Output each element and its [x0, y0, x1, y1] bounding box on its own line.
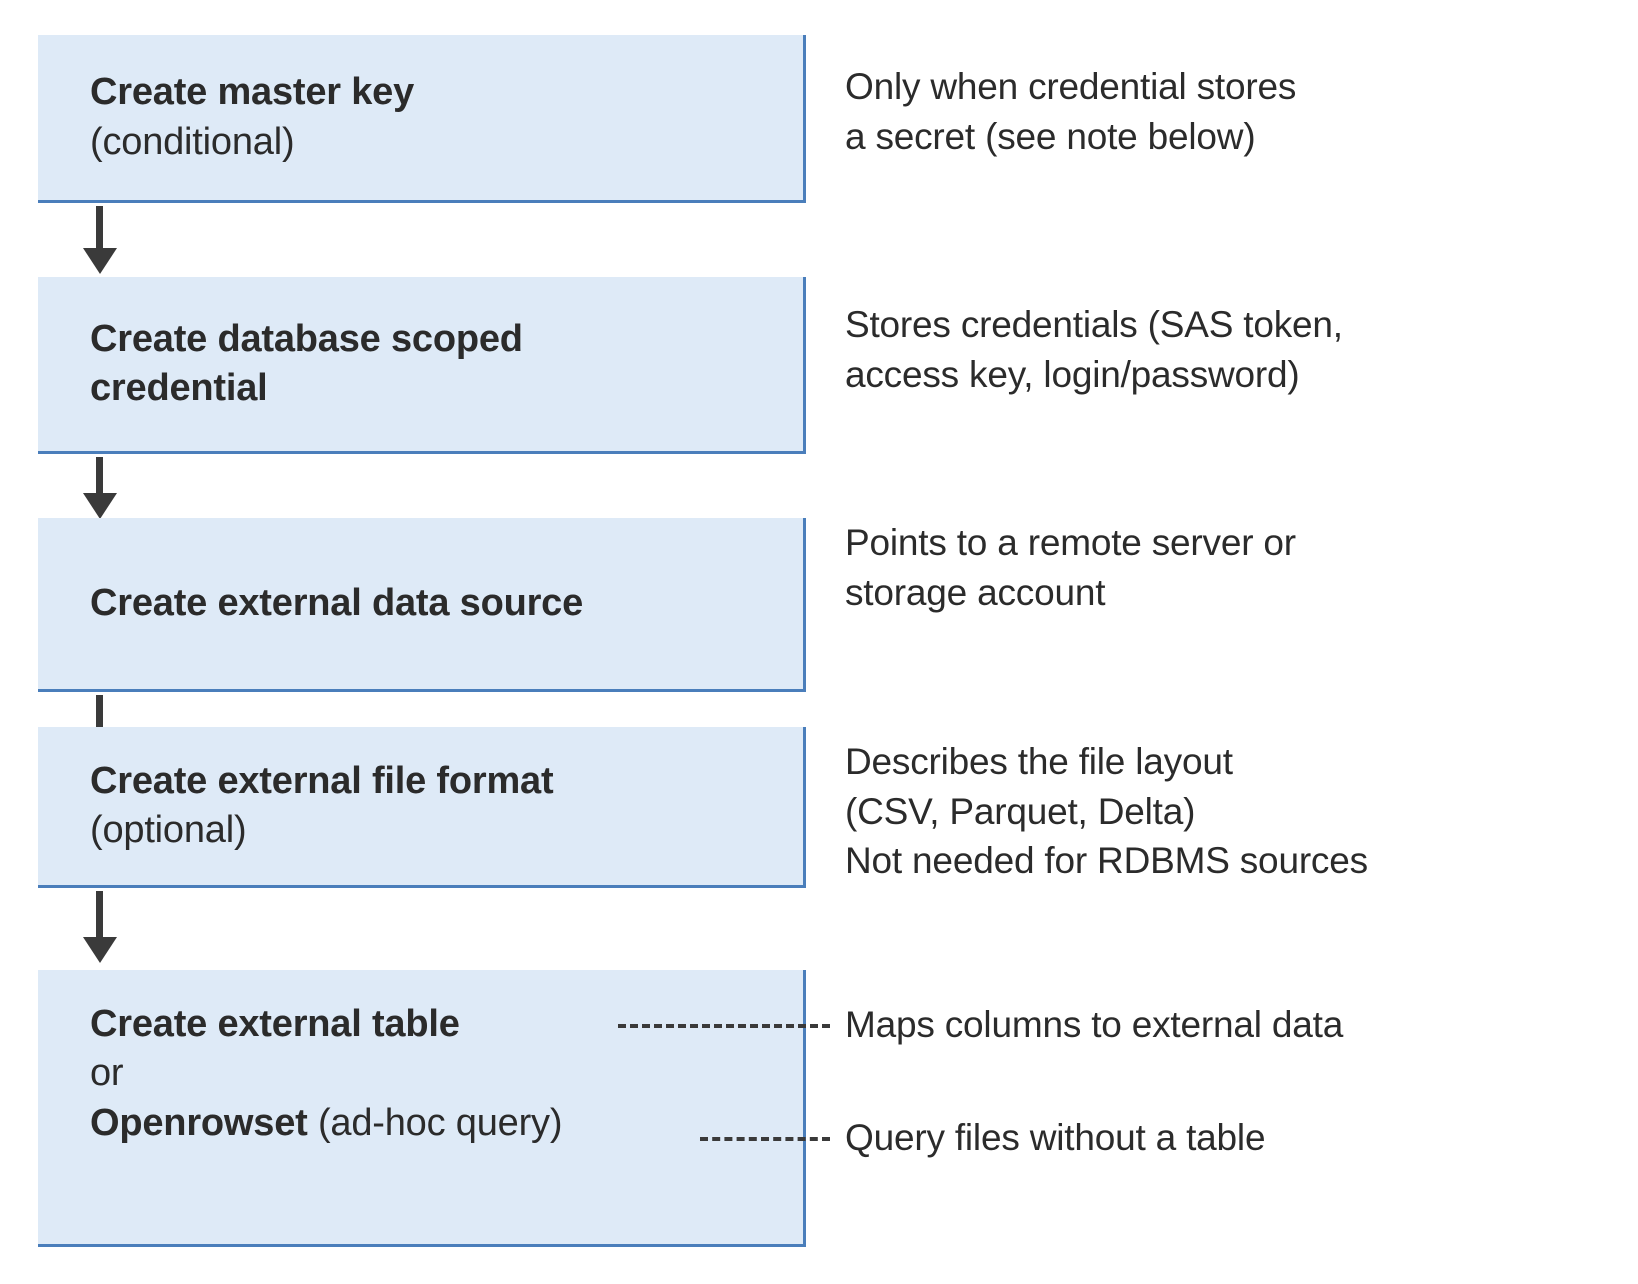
step-label-or: or	[90, 1052, 124, 1095]
step-label-openrowset: Openrowset (ad-hoc query)	[90, 1099, 789, 1148]
step-label-create-external-data-source: Create external data source	[90, 581, 584, 624]
step-description-create-external-data-source: Points to a remote server or storage acc…	[845, 518, 1296, 617]
description-line: storage account	[845, 571, 1106, 613]
arrow-connector-1	[83, 206, 117, 274]
arrow-connector-4	[83, 891, 117, 963]
step-sublabel-optional: (optional)	[90, 809, 247, 851]
step-label-create-master-key: Create master key	[90, 71, 415, 114]
step-label-openrowset-keyword: Openrowset	[90, 1101, 308, 1144]
step-description-create-external-file-format: Describes the file layout (CSV, Parquet,…	[845, 737, 1368, 886]
annotation-query-files: Query files without a table	[845, 1113, 1266, 1163]
step-box-create-database-scoped-credential[interactable]: Create database scoped credential	[38, 277, 806, 454]
step-box-create-master-key[interactable]: Create master key (conditional)	[38, 35, 806, 203]
step-box-create-external-table-or-openrowset[interactable]: Create external table or Openrowset (ad-…	[38, 970, 806, 1247]
step-sublabel-conditional: (conditional)	[90, 120, 295, 163]
step-description-create-master-key: Only when credential stores a secret (se…	[845, 62, 1296, 161]
description-line: access key, login/password)	[845, 353, 1300, 395]
step-box-create-external-file-format[interactable]: Create external file format (optional)	[38, 727, 806, 888]
step-box-create-external-data-source[interactable]: Create external data source	[38, 518, 806, 692]
description-line: (CSV, Parquet, Delta)	[845, 790, 1196, 832]
dashed-connector-openrowset	[700, 1137, 830, 1141]
description-line: Stores credentials (SAS token,	[845, 304, 1343, 345]
step-label-create-external-file-format: Create external file format	[90, 759, 554, 802]
step-label-create-external-table: Create external table	[90, 1003, 460, 1045]
description-line: Describes the file layout	[845, 741, 1233, 782]
arrow-connector-2	[83, 457, 117, 519]
step-label-create-database-scoped-credential: Create database scoped	[90, 317, 523, 360]
dashed-connector-external-table	[618, 1024, 830, 1028]
annotation-line: Maps columns to external data	[845, 1004, 1344, 1045]
description-line: Not needed for RDBMS sources	[845, 840, 1368, 882]
step-label-openrowset-qualifier: (ad-hoc query)	[307, 1101, 563, 1144]
description-line: Points to a remote server or	[845, 522, 1296, 563]
step-description-create-database-scoped-credential: Stores credentials (SAS token, access ke…	[845, 300, 1343, 399]
description-line: a secret (see note below)	[845, 115, 1256, 157]
description-line: Only when credential stores	[845, 66, 1297, 107]
step-label-create-database-scoped-credential-line2: credential	[90, 367, 268, 409]
annotation-maps-columns: Maps columns to external data	[845, 1000, 1343, 1050]
annotation-line: Query files without a table	[845, 1117, 1266, 1158]
